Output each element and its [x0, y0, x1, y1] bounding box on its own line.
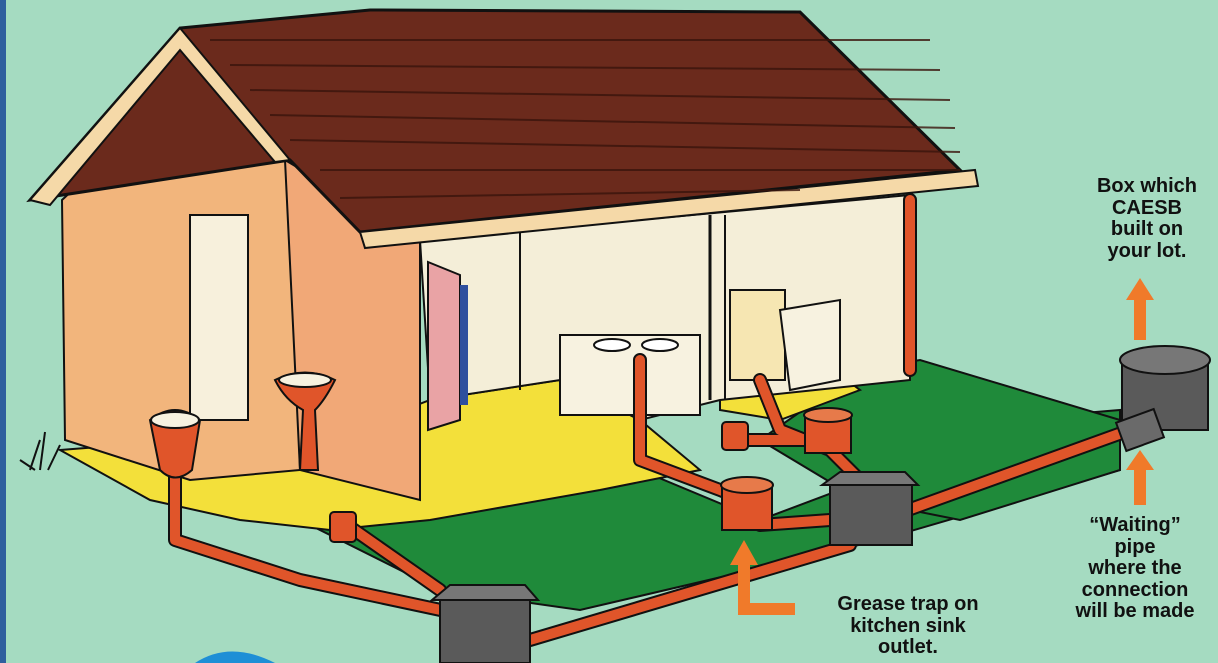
- waiting-callout-line-3: where the: [1050, 558, 1218, 580]
- waiting-callout-line-5: will be made: [1050, 601, 1218, 623]
- laundry-trap: [804, 408, 852, 453]
- grease-callout-line-2: kitchen sink: [808, 616, 1008, 638]
- inspection-box-middle: [822, 472, 918, 545]
- box-callout-line-3: built on: [1072, 219, 1218, 241]
- grease-callout-line-3: outlet.: [808, 637, 1008, 659]
- door: [190, 215, 248, 420]
- grease-trap-callout: Grease trap on kitchen sink outlet.: [808, 594, 1008, 659]
- inspection-box-front: [432, 585, 538, 663]
- arrow-up-to-box: [1126, 278, 1154, 340]
- box-callout-line-2: CAESB: [1072, 198, 1218, 220]
- arrow-up-to-waiting-pipe: [1126, 450, 1154, 505]
- waiting-callout-line-1: “Waiting”: [1050, 515, 1218, 537]
- box-callout-line-4: your lot.: [1072, 241, 1218, 263]
- waiting-callout-line-2: pipe: [1050, 537, 1218, 559]
- grass-tuft: [20, 432, 60, 470]
- washing-machine: [730, 290, 785, 380]
- refrigerator: [428, 262, 460, 430]
- blue-circle-corner: [195, 652, 275, 663]
- waiting-pipe-callout: “Waiting” pipe where the connection will…: [1050, 515, 1218, 623]
- grease-callout-line-1: Grease trap on: [808, 594, 1008, 616]
- grease-trap: [721, 477, 773, 530]
- waiting-callout-line-4: connection: [1050, 580, 1218, 602]
- laundry-tub: [780, 300, 840, 390]
- box-callout-line-1: Box which: [1072, 176, 1218, 198]
- box-callout: Box which CAESB built on your lot.: [1072, 176, 1218, 262]
